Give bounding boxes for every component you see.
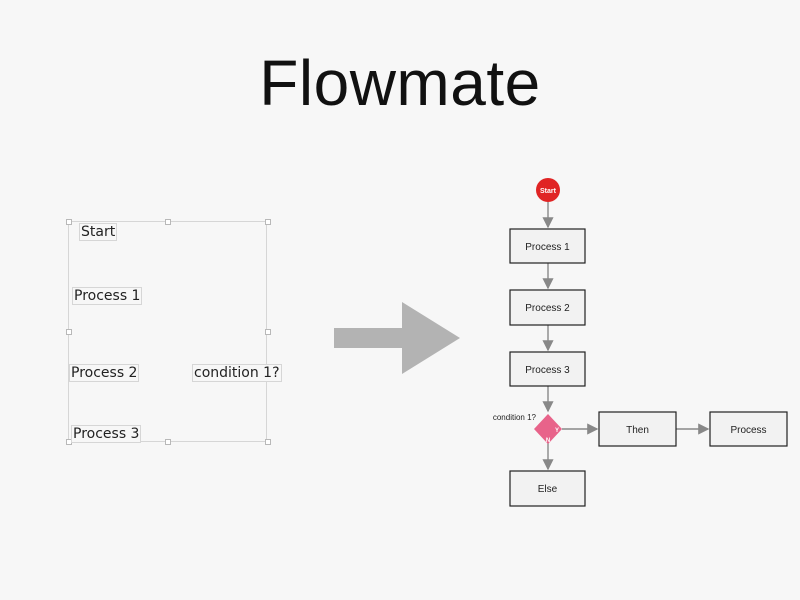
resize-handle-middle-left[interactable]: [66, 329, 72, 335]
flow-process-3-label: Process 3: [525, 365, 570, 376]
flow-node-process-3: Process 3: [509, 351, 586, 387]
resize-handle-top-right[interactable]: [265, 219, 271, 225]
flow-node-process-1: Process 1: [509, 228, 586, 264]
flow-then-label: Then: [626, 425, 649, 436]
flow-node-condition: Y N: [534, 414, 562, 444]
flow-node-process: Process: [709, 411, 788, 447]
flow-no-label: N: [546, 438, 550, 444]
flow-condition-label: condition 1?: [493, 413, 537, 422]
editor-item-start[interactable]: Start: [79, 223, 118, 241]
flow-process-1-label: Process 1: [525, 242, 570, 253]
editor-item-condition[interactable]: condition 1?: [192, 364, 282, 382]
editor-item-process-1[interactable]: Process 1: [72, 287, 143, 305]
transform-arrow-icon: [334, 302, 460, 374]
resize-handle-top-center[interactable]: [165, 219, 171, 225]
flow-process-2-label: Process 2: [525, 303, 570, 314]
flow-start-label: Start: [540, 188, 557, 195]
flowchart-diagram: Start Process 1 Process 2 Process 3 cond…: [493, 178, 788, 507]
flow-process-label: Process: [730, 425, 766, 436]
editor-item-process-3[interactable]: Process 3: [71, 425, 142, 443]
flow-node-then: Then: [598, 411, 677, 447]
flow-node-else: Else: [509, 470, 586, 507]
resize-handle-top-left[interactable]: [66, 219, 72, 225]
app-title: Flowmate: [259, 47, 541, 119]
editor-item-process-2[interactable]: Process 2: [69, 364, 140, 382]
resize-handle-bottom-right[interactable]: [265, 439, 271, 445]
flow-yes-label: Y: [555, 428, 559, 434]
resize-handle-middle-right[interactable]: [265, 329, 271, 335]
flow-node-start: Start: [536, 178, 560, 202]
flow-node-process-2: Process 2: [509, 289, 586, 326]
flow-else-label: Else: [538, 484, 558, 495]
resize-handle-bottom-center[interactable]: [165, 439, 171, 445]
editor-canvas[interactable]: Start Process 1 Process 2 condition 1? P…: [66, 219, 282, 445]
